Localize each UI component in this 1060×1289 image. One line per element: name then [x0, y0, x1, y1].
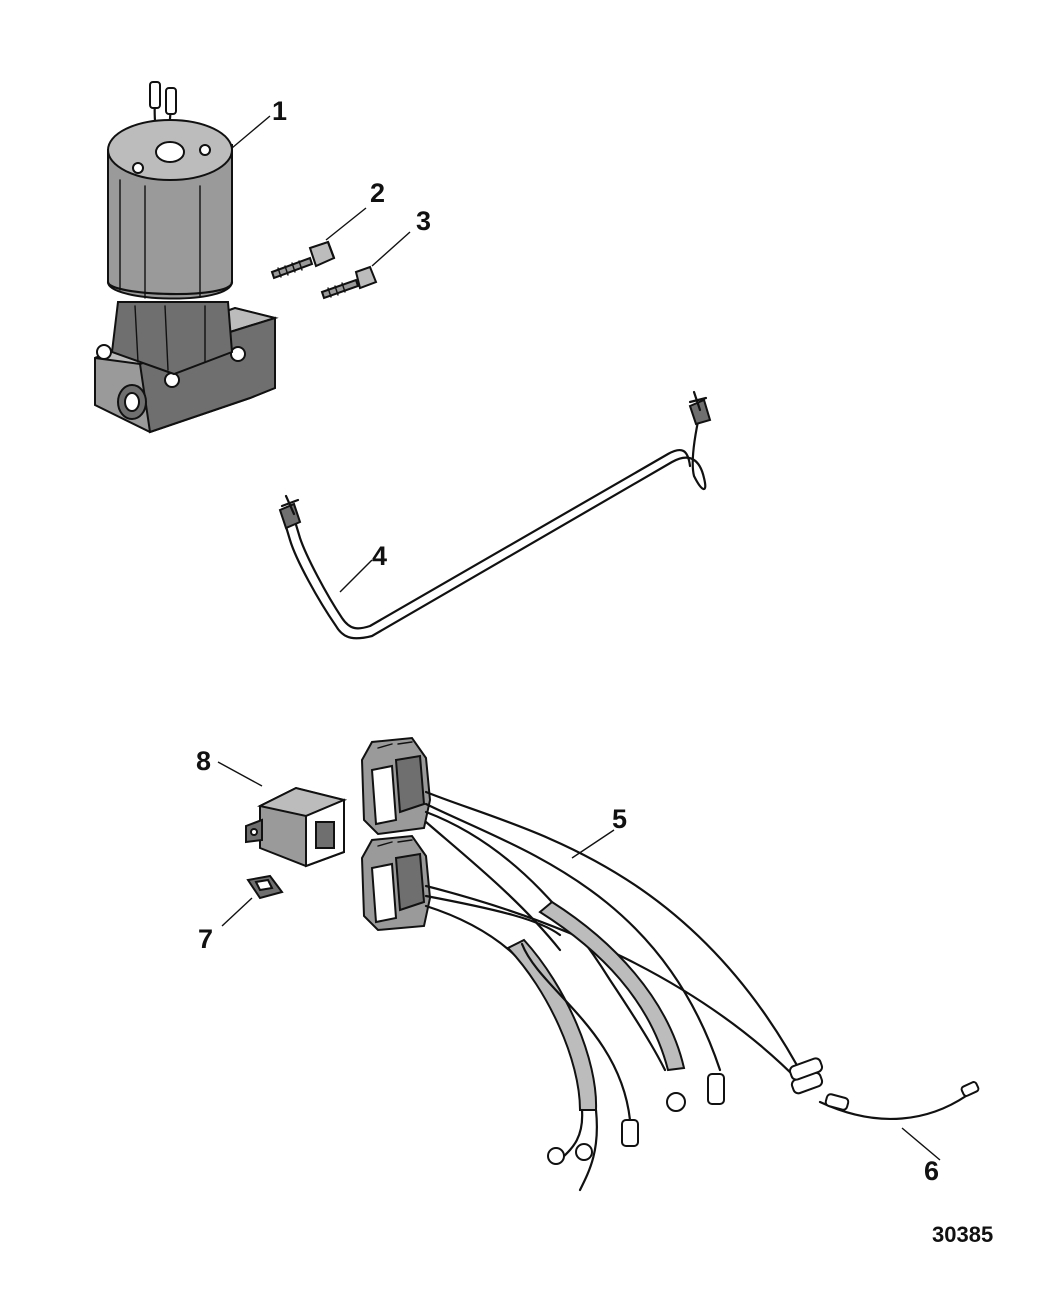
callout-3: 3 — [416, 206, 431, 236]
callout-1: 1 — [272, 96, 287, 126]
callout-4: 4 — [372, 541, 387, 571]
screw-part-2 — [270, 207, 367, 280]
tube-part-4 — [278, 390, 712, 640]
callout-5: 5 — [612, 804, 627, 834]
callout-8: 8 — [196, 746, 211, 776]
figure-number: 30385 — [932, 1222, 993, 1247]
callout-7: 7 — [198, 924, 213, 954]
lead-wire-part-6 — [818, 1081, 980, 1161]
relay-part-8 — [217, 761, 348, 868]
callout-2: 2 — [370, 178, 385, 208]
clip-part-7 — [221, 874, 284, 927]
pump-motor-assembly — [94, 81, 279, 434]
screw-part-3 — [320, 231, 411, 300]
wiring-harness-part-5 — [360, 736, 824, 1192]
callout-6: 6 — [924, 1156, 939, 1186]
